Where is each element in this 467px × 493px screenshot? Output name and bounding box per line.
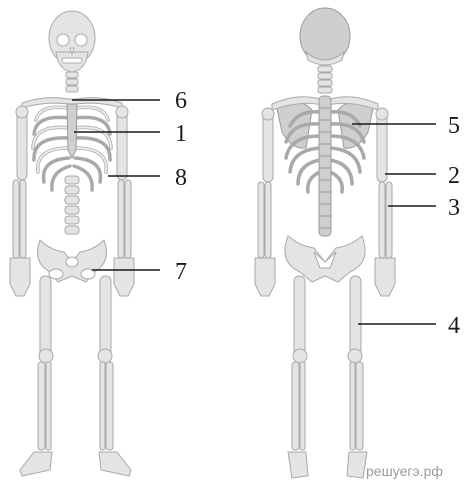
back-cervical-spine <box>318 66 332 93</box>
label-2: 2 <box>448 163 460 189</box>
back-legs <box>288 276 367 478</box>
label-7: 7 <box>175 259 187 285</box>
skeleton-back-view <box>255 8 395 478</box>
front-lumbar-spine <box>65 176 79 234</box>
front-pelvis <box>38 240 107 282</box>
label-8: 8 <box>175 165 187 191</box>
label-1: 1 <box>175 121 187 147</box>
front-cervical-spine <box>66 72 78 92</box>
back-pelvis <box>285 236 365 282</box>
label-6: 6 <box>175 88 187 114</box>
back-spine <box>319 96 331 236</box>
label-3: 3 <box>448 195 460 221</box>
label-4: 4 <box>448 313 460 339</box>
number-labels: 6 1 8 7 5 2 3 4 <box>175 88 460 339</box>
skeleton-front-view <box>10 11 134 476</box>
label-5: 5 <box>448 113 460 139</box>
front-sternum <box>67 104 77 158</box>
back-skull <box>300 8 350 65</box>
front-legs <box>20 276 131 476</box>
watermark: решуегэ.рф <box>366 463 443 479</box>
front-skull <box>49 11 95 72</box>
